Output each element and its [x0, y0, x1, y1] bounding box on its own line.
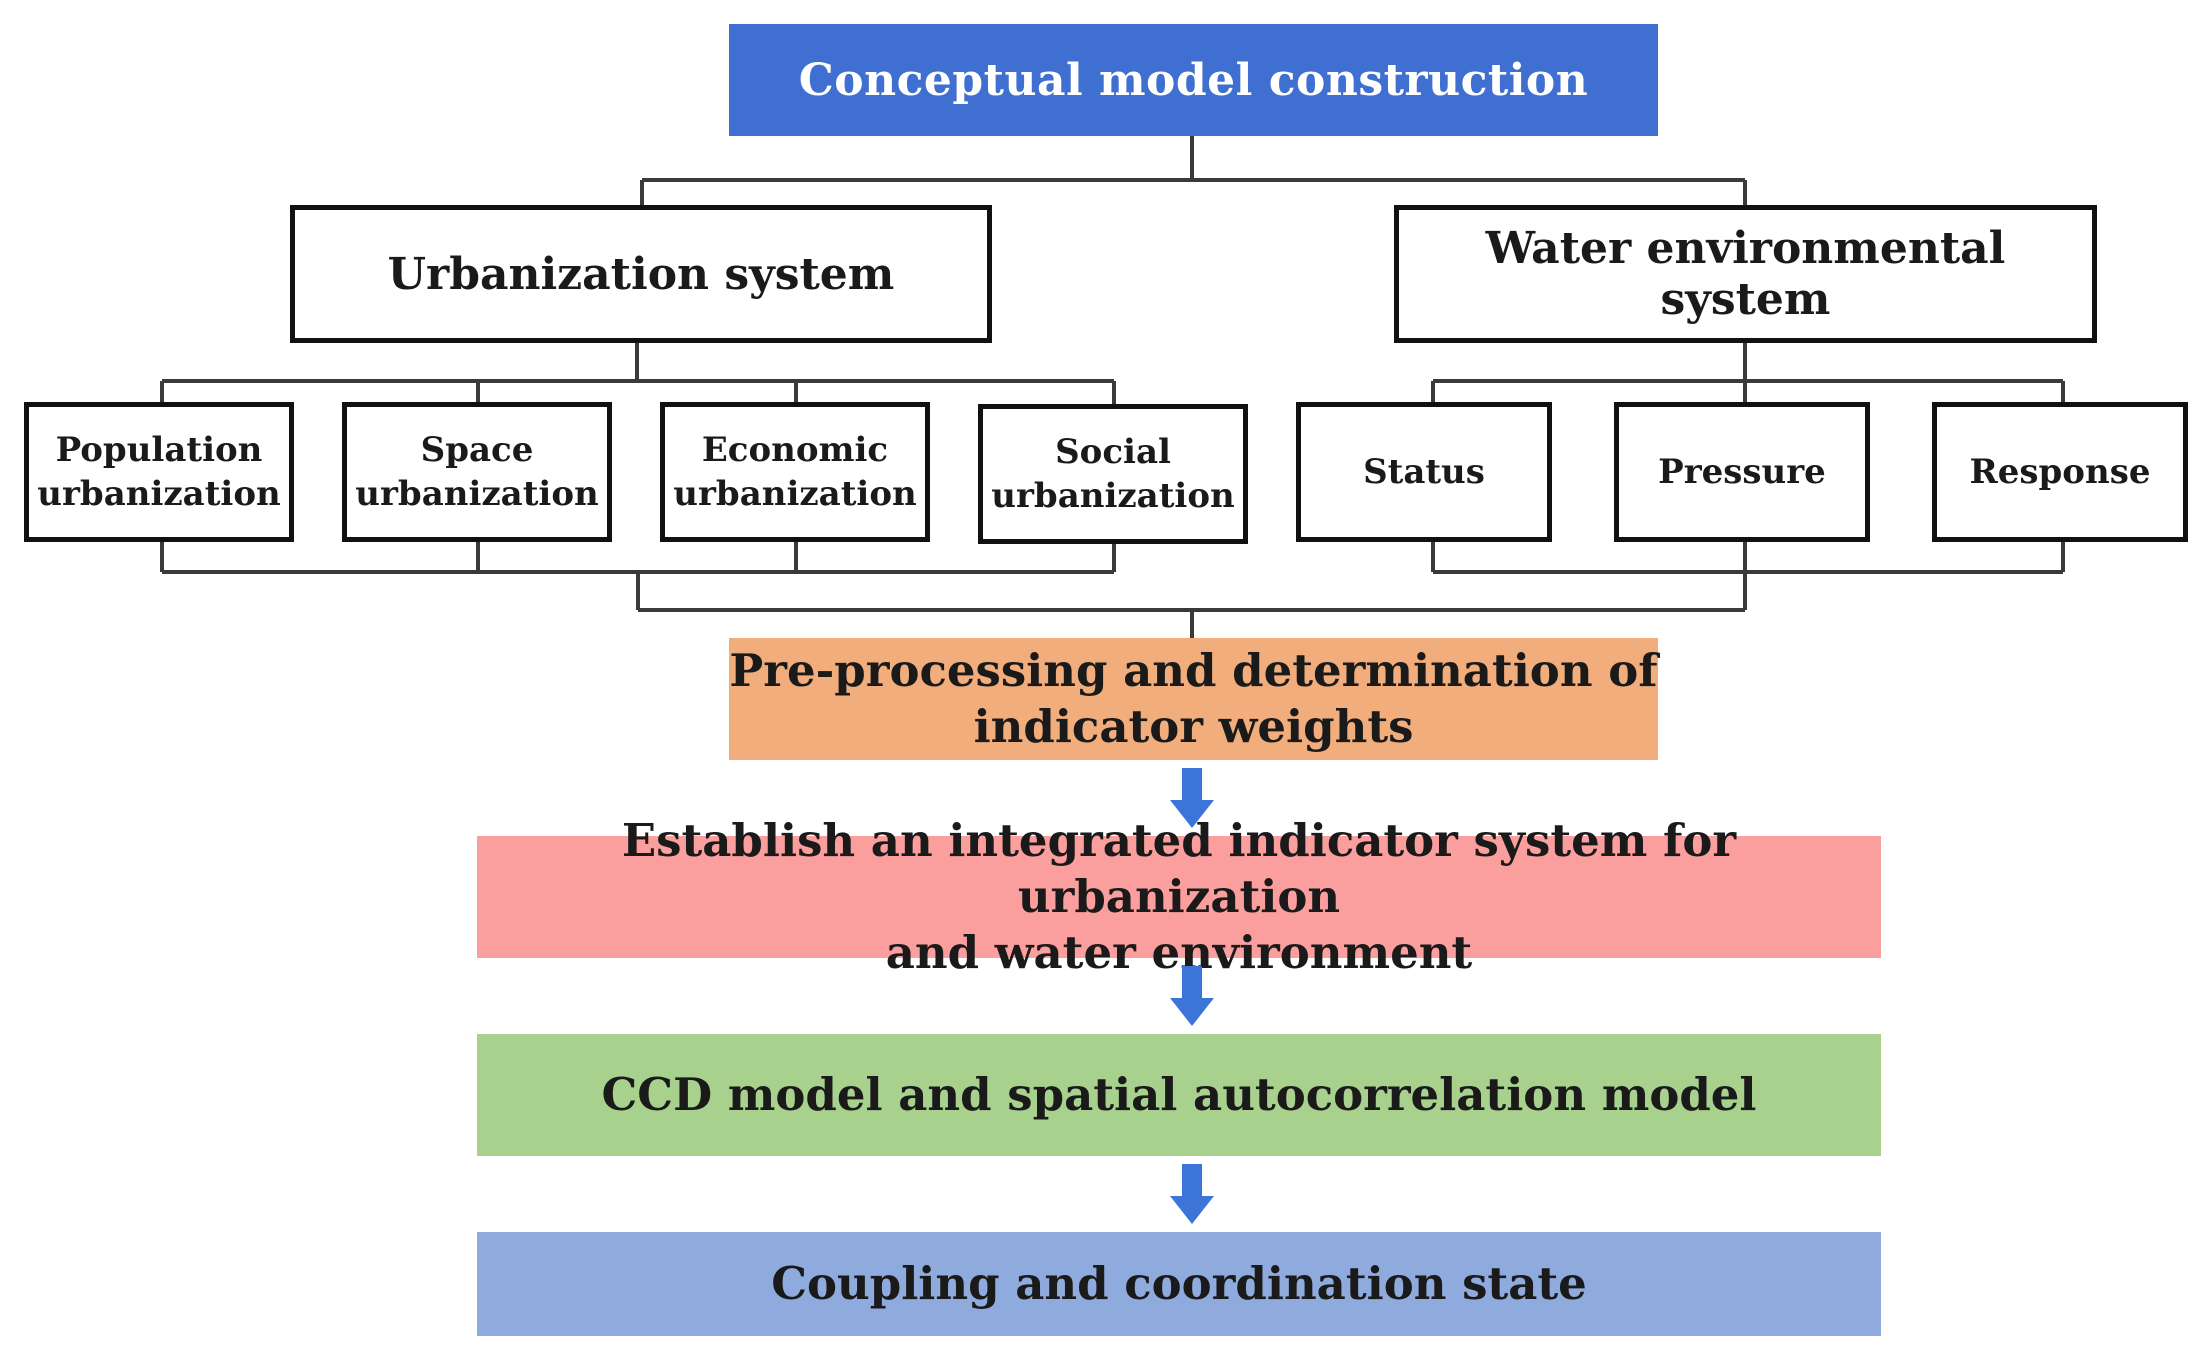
space-line1: Space [420, 430, 534, 470]
root-label: Conceptual model construction [798, 54, 1589, 106]
space-urbanization-box: Space urbanization [342, 402, 612, 542]
connector-urbanization-children [160, 338, 1116, 404]
ccd-model-step: CCD model and spatial autocorrelation mo… [477, 1034, 1881, 1156]
pressure-label: Pressure [1658, 452, 1826, 492]
preprocessing-step: Pre-processing and determination of indi… [729, 638, 1658, 760]
urbanization-system-label: Urbanization system [387, 248, 895, 300]
status-label: Status [1363, 452, 1485, 492]
preprocessing-line1: Pre-processing and determination of [729, 644, 1658, 697]
indicator-system-line1: Establish an integrated indicator system… [621, 814, 1737, 923]
connector-water-children [1431, 338, 2065, 404]
arrow-down-icon [1170, 1164, 1214, 1224]
connector-root-to-systems [640, 134, 1747, 207]
indicator-system-step: Establish an integrated indicator system… [477, 814, 1881, 979]
urbanization-system-box: Urbanization system [290, 205, 992, 343]
economic-line1: Economic [701, 430, 889, 470]
population-urbanization-box: Population urbanization [24, 402, 294, 542]
status-box: Status [1296, 402, 1552, 542]
indicator-system-line2: and water environment [885, 926, 1473, 979]
connector-merge [638, 608, 1745, 640]
root-box: Conceptual model construction [729, 24, 1658, 136]
economic-line2: urbanization [673, 474, 917, 514]
social-urbanization-box: Social urbanization [978, 404, 1248, 544]
arrow-down-icon [1170, 768, 1214, 828]
response-box: Response [1932, 402, 2188, 542]
pressure-box: Pressure [1614, 402, 1870, 542]
preprocessing-line2: indicator weights [973, 700, 1414, 753]
response-label: Response [1969, 452, 2151, 492]
population-line2: urbanization [37, 474, 281, 514]
population-line1: Population [55, 430, 263, 470]
social-line2: urbanization [991, 476, 1235, 516]
ccd-model-label: CCD model and spatial autocorrelation mo… [601, 1068, 1757, 1121]
social-line1: Social [1055, 432, 1171, 472]
arrow-down-icon [1170, 966, 1214, 1026]
coupling-state-label: Coupling and coordination state [771, 1257, 1587, 1310]
connector-water-bracket [1431, 540, 2065, 610]
economic-urbanization-box: Economic urbanization [660, 402, 930, 542]
water-system-box: Water environmental system [1394, 205, 2097, 343]
space-line2: urbanization [355, 474, 599, 514]
water-system-label: Water environmental system [1485, 223, 2006, 325]
connector-urbanization-bracket [160, 540, 1116, 610]
coupling-state-step: Coupling and coordination state [477, 1232, 1881, 1336]
